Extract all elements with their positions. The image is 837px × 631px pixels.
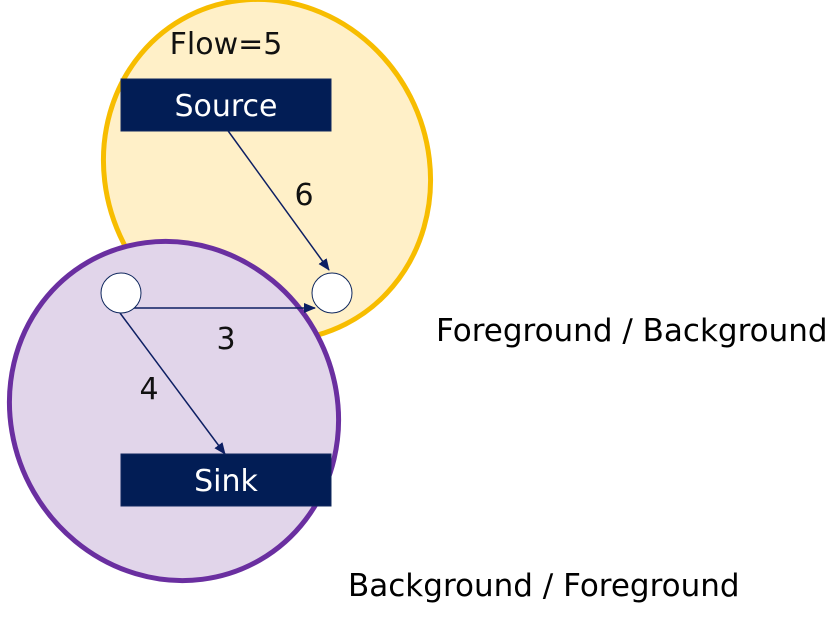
left-pixel-node xyxy=(100,272,142,314)
foreground-background-label: Foreground / Background xyxy=(436,313,828,349)
flow-label: Flow=5 xyxy=(170,27,283,62)
source-node-label: Source xyxy=(174,89,277,124)
edge-label-left-to-right: 3 xyxy=(216,322,235,357)
edge-source-to-right-node xyxy=(225,127,330,271)
edge-label-source-to-right: 6 xyxy=(294,178,313,213)
background-foreground-label: Background / Foreground xyxy=(348,568,740,604)
edge-left-node-to-sink xyxy=(119,312,226,455)
source-node xyxy=(120,78,332,132)
right-pixel-node xyxy=(311,272,353,314)
edge-label-left-to-sink: 4 xyxy=(139,372,158,407)
sink-node-label: Sink xyxy=(194,464,258,499)
sink-node xyxy=(120,453,332,507)
